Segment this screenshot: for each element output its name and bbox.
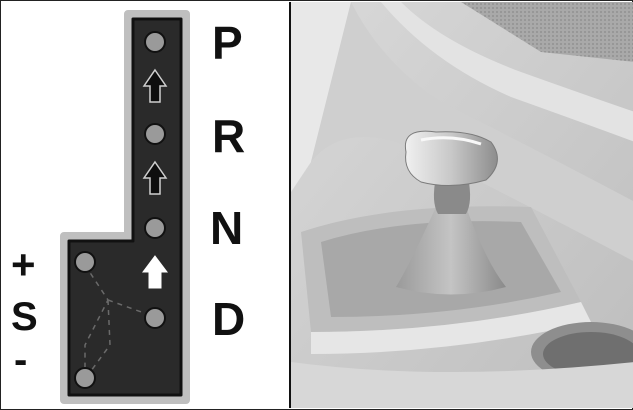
sport-plus-sign: + [11,244,36,286]
gear-lever-illustration [291,2,633,408]
dot-sport-plus [75,252,95,272]
dot-sport-minus [75,368,95,388]
sport-mode-label: S [11,297,38,337]
gear-lever-photo [289,2,633,408]
gear-label-park: P [212,20,243,66]
gear-label-drive: D [212,296,245,342]
gear-label-neutral: N [210,205,243,251]
gear-gate-diagram: P R N D + S - [0,0,284,410]
dot-reverse [145,124,165,144]
sport-minus-sign: - [14,340,27,380]
dot-park [145,32,165,52]
gear-label-reverse: R [212,113,245,159]
dot-neutral [145,218,165,238]
dot-drive [145,308,165,328]
